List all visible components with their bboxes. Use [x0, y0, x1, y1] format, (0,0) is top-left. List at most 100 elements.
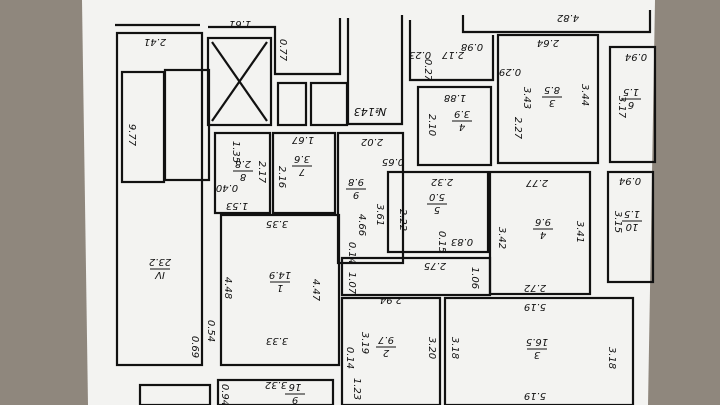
dimension-label: 1.88 [444, 92, 466, 103]
dimension-label: 3.15 [612, 211, 623, 233]
room-area: 3.9 [454, 108, 470, 119]
dimension-label: 0.77 [277, 39, 288, 62]
dimension-label: 3.41 [574, 221, 585, 243]
room-label: 99.8 [346, 176, 366, 200]
room-label: 55.0 [427, 191, 447, 215]
dimension-label: 2.22 [397, 209, 408, 231]
room-label: 49.6 [533, 216, 553, 240]
room-label: 316.5 [526, 336, 548, 360]
room-labels: IV23.2114.929.7316.549.655.0101.561.538.… [149, 84, 642, 405]
dimension-label: 1.07 [346, 272, 357, 295]
room-label: 101.5 [622, 208, 642, 232]
dimension-label: 0.54 [205, 320, 216, 342]
apartment-number: №143 [354, 105, 387, 118]
room-area: 5.0 [429, 191, 445, 202]
dimension-label: 0.65 [382, 156, 404, 167]
room-area: 9.7 [377, 334, 394, 345]
room-area: 23.2 [149, 256, 171, 267]
dimension-label: 4.47 [310, 279, 321, 302]
dimension-label: 2.02 [361, 136, 383, 147]
room-number: 5 [434, 204, 440, 215]
dimension-label: 4.48 [222, 277, 233, 299]
room-number: 4 [540, 229, 546, 240]
dimension-label: 3.20 [426, 337, 437, 359]
dimension-label: 0.23 [409, 49, 431, 60]
dimension-label: 1.23 [351, 378, 362, 400]
dimension-label: 2.10 [426, 114, 437, 136]
dimension-label: 3.17 [616, 96, 627, 119]
dimension-label: 0.40 [216, 182, 238, 193]
dimension-label: 3.33 [266, 335, 288, 346]
room-area: 9.6 [535, 216, 551, 227]
dimension-label: 1.61 [229, 18, 251, 29]
dimension-label: 4.82 [557, 12, 579, 23]
dimension-label: 0.83 [451, 236, 473, 247]
dimension-label: 1.35 [230, 141, 241, 163]
room-area: 3.6 [294, 153, 310, 164]
dimension-label: 0.29 [499, 66, 521, 77]
room-label: 61.5 [621, 86, 641, 110]
room-number: 9 [292, 394, 298, 405]
room-area: 16.5 [526, 336, 548, 347]
dimension-label: 2.17 [441, 49, 464, 60]
room-number: 1 [277, 282, 283, 293]
room-label: 29.7 [376, 334, 396, 358]
room-number: 7 [298, 166, 305, 177]
walls [115, 10, 657, 405]
dimension-label: 2.77 [525, 177, 548, 188]
room-area: 14.9 [269, 269, 291, 280]
room-label: 114.9 [269, 269, 291, 293]
dimension-label: 3.43 [521, 87, 532, 109]
dimension-label: 3.19 [359, 332, 370, 354]
dimension-label: 3.18 [606, 347, 617, 369]
dimension-label: 1.67 [291, 134, 314, 145]
dimension-label: 9.77 [126, 124, 137, 147]
dimension-label: 2.16 [276, 166, 287, 188]
dimension-label: 0.27 [422, 59, 433, 82]
room-number: 10 [626, 221, 639, 232]
dimension-label: 2.41 [144, 36, 166, 47]
room-label: 916 [285, 381, 305, 405]
room-number: 8 [240, 171, 246, 182]
dimension-label: 0.14 [344, 347, 355, 369]
dimension-label: 3.42 [496, 227, 507, 249]
dimension-label: 2.72 [524, 282, 546, 293]
dimension-label: 3.18 [449, 337, 460, 359]
dimension-label: 5.19 [524, 301, 546, 312]
dimension-label: 0.94 [625, 51, 647, 62]
dimension-label: 5.19 [524, 390, 546, 401]
dimension-label: 3.32 [265, 379, 287, 390]
dimension-label: 0.98 [461, 41, 483, 52]
room-number: 3 [549, 97, 555, 108]
room-number: 9 [353, 189, 359, 200]
room-area: 16 [289, 381, 302, 392]
room-label: 73.6 [292, 153, 312, 177]
room-area: 2.8 [235, 158, 251, 169]
dimension-label: 2.27 [512, 117, 523, 140]
dimension-label: 3.44 [579, 84, 590, 106]
room-label: 38.5 [542, 84, 562, 108]
room-number: 2 [383, 347, 389, 358]
dimension-label: 2.94 [380, 294, 402, 305]
room-label: 82.8 [233, 158, 253, 182]
room-label: 43.9 [452, 108, 472, 132]
room-number: 4 [459, 121, 465, 132]
dimension-label: 2.75 [424, 260, 446, 271]
dimension-label: 1.06 [469, 267, 480, 289]
room-area: 1.5 [624, 208, 640, 219]
dimension-label: 2.17 [256, 161, 267, 184]
dimension-label: 0.14 [346, 242, 357, 264]
room-area: 9.8 [348, 176, 364, 187]
dimension-label: 1.53 [226, 200, 248, 211]
dimension-label: 4.66 [356, 214, 367, 236]
dimension-label: 2.32 [431, 176, 453, 187]
room-area: 1.5 [623, 86, 639, 97]
dimension-label: 0.15 [436, 231, 447, 253]
room-number: 3 [534, 349, 540, 360]
dimension-label: 3.35 [266, 218, 288, 229]
dimension-label: 0.94 [219, 384, 230, 405]
dimension-label: 2.64 [537, 37, 559, 48]
dimension-label: 3.61 [374, 204, 385, 226]
